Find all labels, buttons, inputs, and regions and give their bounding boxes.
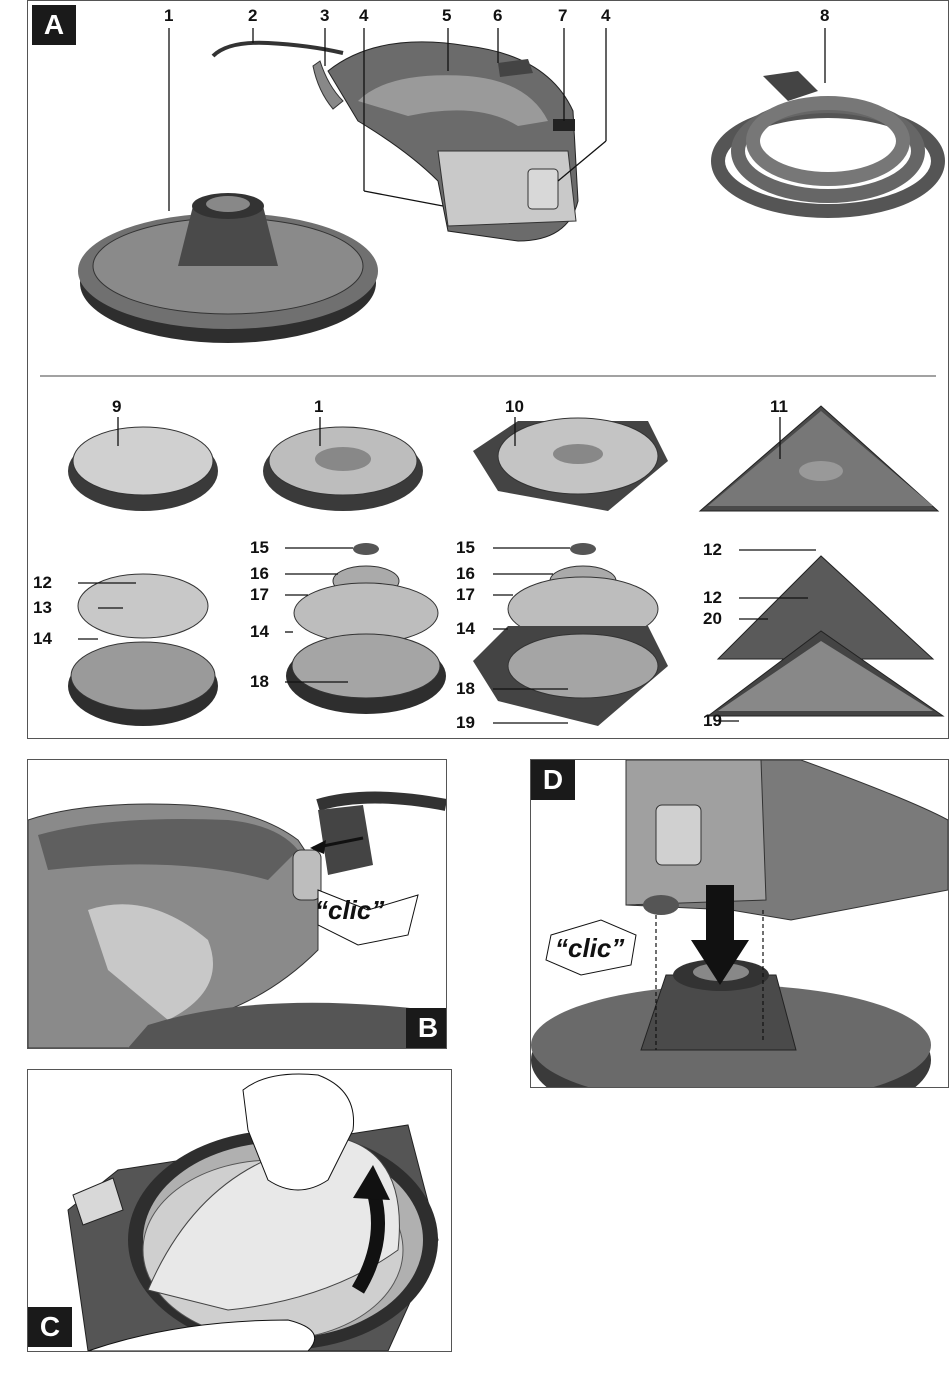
callout-16: 16 [250, 564, 269, 584]
panel-label-d: D [531, 760, 575, 800]
callout-10: 10 [505, 397, 524, 417]
figure-panel-b: “clic” B [27, 759, 447, 1049]
callout-4-second: 4 [601, 6, 610, 26]
callout-7: 7 [558, 6, 567, 26]
callout-13: 13 [33, 598, 52, 618]
callout-19-second: 19 [703, 711, 722, 731]
figure-panel-d: “clic” D [530, 759, 949, 1088]
callout-15-second: 15 [456, 538, 475, 558]
callout-8: 8 [820, 6, 829, 26]
callout-12: 12 [33, 573, 52, 593]
callout-20: 20 [703, 609, 722, 629]
callout-16-second: 16 [456, 564, 475, 584]
panel-d-illustration [531, 760, 948, 1087]
callout-2: 2 [248, 6, 257, 26]
panel-a-illustration [28, 1, 948, 738]
figure-panel-a: A 1 2 3 4 5 6 7 4 8 9 1 10 11 12 13 14 1… [27, 0, 949, 739]
callout-1: 1 [164, 6, 173, 26]
callout-14-third: 14 [456, 619, 475, 639]
clic-sound-label-b: “clic” [315, 895, 384, 926]
callout-4: 4 [359, 6, 368, 26]
callout-15: 15 [250, 538, 269, 558]
figure-panel-c: C [27, 1069, 452, 1352]
callout-14: 14 [33, 629, 52, 649]
panel-c-illustration [28, 1070, 451, 1351]
callout-1-lower: 1 [314, 397, 323, 417]
callout-14-second: 14 [250, 622, 269, 642]
panel-label-b: B [406, 1008, 447, 1048]
panel-label-a: A [32, 5, 76, 45]
callout-17-second: 17 [456, 585, 475, 605]
callout-9: 9 [112, 397, 121, 417]
callout-12-third: 12 [703, 588, 722, 608]
clic-sound-label-d: “clic” [555, 933, 624, 964]
callout-11: 11 [770, 397, 788, 417]
callout-12-second: 12 [703, 540, 722, 560]
callout-18-second: 18 [456, 679, 475, 699]
panel-label-c: C [28, 1307, 72, 1347]
callout-17: 17 [250, 585, 269, 605]
callout-3: 3 [320, 6, 329, 26]
callout-19: 19 [456, 713, 475, 733]
callout-5: 5 [442, 6, 451, 26]
callout-18: 18 [250, 672, 269, 692]
callout-6: 6 [493, 6, 502, 26]
